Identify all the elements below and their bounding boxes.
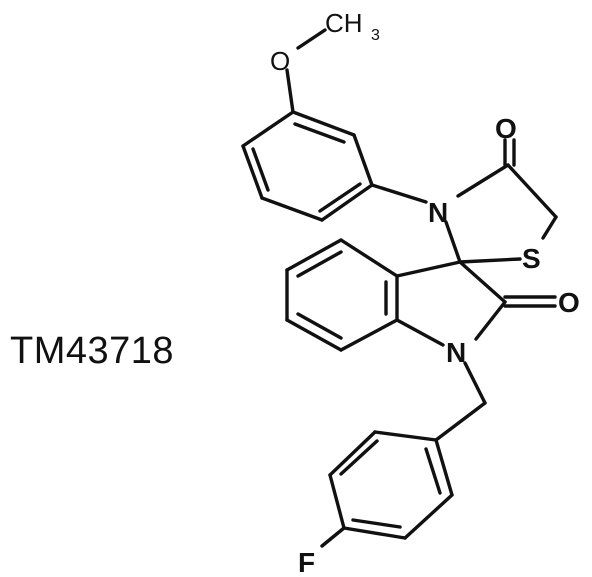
bond-benzo-5 xyxy=(285,238,343,272)
bond-phenyl-inner-2 xyxy=(318,182,362,213)
atom-thiazolidine-n: N xyxy=(428,197,448,228)
bond-spiro-c3a xyxy=(395,260,462,278)
bond-spiro-c2 xyxy=(458,260,507,304)
bond-ch2-aryl xyxy=(434,401,487,442)
bond-fphenyl-6 xyxy=(434,438,454,497)
bond-benzo-2 xyxy=(339,318,399,352)
atom-thiazolidine-s: S xyxy=(522,243,541,274)
bond-phenyl-4 xyxy=(260,196,324,222)
bond-s-spiro xyxy=(458,257,522,264)
bond-phenyl-n xyxy=(370,183,428,204)
bond-fphenyl-4 xyxy=(342,526,407,540)
atom-fluorine: F xyxy=(298,547,315,577)
bond-phenyl-1 xyxy=(291,110,356,137)
atom-carbonyl-o-right: O xyxy=(558,287,580,318)
bond-c2-n1 xyxy=(474,300,507,341)
bond-fphenyl-inner-3 xyxy=(339,439,379,476)
bond-phenyl-inner-3 xyxy=(251,147,270,192)
bond-phenyl-inner-1 xyxy=(293,122,346,144)
compound-label: TM43718 xyxy=(10,330,175,372)
bond-benzo-3 xyxy=(285,318,343,352)
atom-indole-n: N xyxy=(446,337,466,368)
atom-methoxy-o: O xyxy=(270,46,290,76)
bond-phenyl-3 xyxy=(320,183,374,222)
bond-fphenyl-2 xyxy=(328,430,377,477)
bond-phenyl-5 xyxy=(241,144,264,200)
bond-c-f xyxy=(320,526,346,548)
bond-n1-c7a xyxy=(395,318,445,347)
atom-methyl-c: CH xyxy=(325,8,363,38)
bond-fphenyl-inner-2 xyxy=(351,518,402,529)
bond-fphenyl-1 xyxy=(373,430,438,442)
bond-benzo-inner-2 xyxy=(296,312,343,340)
bond-fphenyl-inner-1 xyxy=(424,447,442,495)
atom-methyl-subscript: 3 xyxy=(371,27,380,44)
bond-spiro-n xyxy=(444,220,462,264)
bond-n1-ch2 xyxy=(463,361,487,405)
bond-phenyl-2 xyxy=(352,133,374,187)
bond-benzo-inner-3 xyxy=(296,250,343,278)
bond-methyl-o xyxy=(296,28,327,50)
bond-o-ring xyxy=(285,68,295,114)
bond-carbonyl-ch2 xyxy=(506,163,558,219)
bond-fphenyl-5 xyxy=(403,493,454,540)
bond-benzo-6 xyxy=(339,238,399,278)
bond-n-carbonyl xyxy=(456,163,510,198)
bond-phenyl-6 xyxy=(241,110,295,148)
bond-fphenyl-3 xyxy=(328,473,346,530)
bond-ch2-s xyxy=(541,215,558,240)
atom-carbonyl-o-top: O xyxy=(495,113,517,144)
